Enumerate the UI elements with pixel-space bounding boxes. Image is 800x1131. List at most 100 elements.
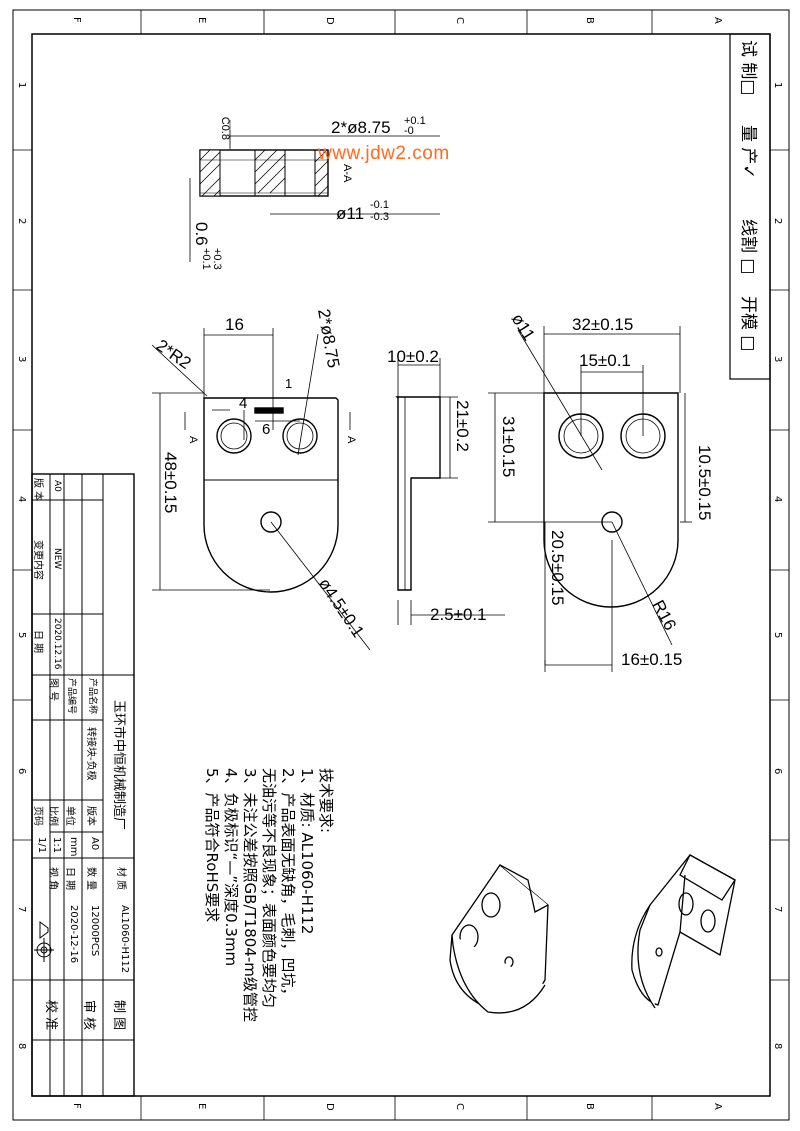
zone-top-3: C xyxy=(454,17,465,24)
front-view-part xyxy=(203,397,339,593)
zone-right-6: 7 xyxy=(772,906,783,913)
stage-trial-checkbox: □ xyxy=(738,79,758,96)
zone-top-5: A xyxy=(712,17,723,24)
approve-label: 校 准 xyxy=(43,1000,58,1031)
zone-ticks xyxy=(13,10,789,1120)
zone-right-1: 2 xyxy=(772,218,783,225)
iso-view-right xyxy=(631,854,736,1009)
holes-label: 2*ø8.75 xyxy=(314,307,343,369)
section-label: A-A xyxy=(341,164,353,183)
rev-version-header: 版 本 xyxy=(32,478,43,502)
zone-right-0: 1 xyxy=(772,82,783,89)
date-value: 2020-12-16 xyxy=(68,905,79,964)
right-dim-10-5: 10.5±0.15 xyxy=(695,445,714,521)
product-name: 转接块-负极 xyxy=(85,727,96,781)
side-top-height: 21±0.2 xyxy=(453,400,472,452)
unit-label: 单位 xyxy=(64,806,75,826)
stage-mass-checkbox: ✓ xyxy=(738,164,758,179)
unit-value: mm xyxy=(68,837,79,857)
stage-box xyxy=(729,33,771,380)
dim-4: 4 xyxy=(239,395,247,412)
zone-left-1: 2 xyxy=(16,218,27,225)
zone-left-6: 7 xyxy=(16,906,27,913)
zone-bottom-1: E xyxy=(196,1103,207,1110)
zone-top-4: B xyxy=(584,17,595,24)
right-phi11: ø11 xyxy=(508,310,539,344)
side-thickness: 2.5±0.1 xyxy=(430,605,487,624)
rev-date-header: 日 期 xyxy=(32,630,43,654)
right-dim-20-5: 20.5±0.15 xyxy=(548,530,567,606)
tech-req-item-2b: 无油污等不良现象；表面颜色要均匀 xyxy=(260,768,278,1009)
front-view-dims xyxy=(151,328,371,651)
watermark: www.jdw2.com xyxy=(318,143,450,164)
outer-tol-upper: -0.1 xyxy=(370,199,389,211)
side-view-dims xyxy=(397,358,505,625)
view-label: 视 角 xyxy=(47,867,58,891)
right-width: 32±0.15 xyxy=(572,315,633,334)
tech-req-item-4: 4、负极标识“—”深度0.3mm xyxy=(222,768,240,967)
review-label: 审 核 xyxy=(81,1000,96,1031)
hole-tol-upper: +0.1 xyxy=(404,115,426,127)
page-value: 1/1 xyxy=(36,837,47,854)
stage-trial: 试 制□ xyxy=(738,40,763,95)
right-dim-31: 31±0.15 xyxy=(499,416,518,477)
stage-mold-checkbox: □ xyxy=(738,335,758,352)
section-mark-left: A xyxy=(187,436,199,444)
depth-label: 0.6 xyxy=(192,222,211,246)
company-name: 玉环市中恒机械制造厂 xyxy=(111,700,126,831)
right-view-dims xyxy=(488,326,692,672)
tech-req-item-5: 5、产品符合RoHS要求 xyxy=(203,768,221,923)
side-view-part xyxy=(395,396,441,591)
iso-view-left xyxy=(449,864,549,1014)
right-radius: R16 xyxy=(648,597,679,633)
zone-left-5: 6 xyxy=(16,768,27,775)
section-mark-right: A xyxy=(345,436,357,444)
date-label: 日 期 xyxy=(64,867,75,891)
zone-right-5: 6 xyxy=(772,768,783,775)
tech-req-item-3: 3、未注公差按照GB/T1804-m级管控 xyxy=(241,768,259,1022)
stage-mass-label: 量 产 xyxy=(738,125,758,165)
scale-value: 1:1 xyxy=(51,837,62,854)
drawing-no-label: 图 号 xyxy=(47,678,58,702)
zone-bottom-5: A xyxy=(712,1103,723,1110)
rev-date: 2020.12.16 xyxy=(52,618,62,670)
stage-mold-label: 开模 xyxy=(738,296,758,330)
r2-label: 2*R2 xyxy=(153,336,195,373)
dim-6: 6 xyxy=(262,421,270,438)
zone-top-1: E xyxy=(196,17,207,24)
zone-bottom-2: D xyxy=(324,1103,335,1111)
version-value: A0 xyxy=(89,837,100,851)
front-dim-16: 16 xyxy=(225,315,244,334)
zone-right-3: 4 xyxy=(772,496,783,503)
chamfer-label: C0.8 xyxy=(219,117,231,140)
zone-bottom-0: F xyxy=(71,1103,82,1109)
right-spacing: 15±0.1 xyxy=(579,351,631,370)
page-label: 页码 xyxy=(32,806,43,826)
stage-wire-label: 线割 xyxy=(738,219,758,253)
zone-left-2: 3 xyxy=(16,356,27,363)
outer-frame xyxy=(12,9,790,1121)
hole-dia-label: 2*ø8.75 xyxy=(331,118,391,137)
qty-value: 12000PCS xyxy=(89,905,100,957)
section-view xyxy=(189,120,440,262)
product-name-label: 产品名称 xyxy=(87,678,97,715)
made-label: 制 图 xyxy=(111,1000,126,1031)
zone-left-3: 4 xyxy=(16,496,27,503)
stage-trial-label: 试 制 xyxy=(738,40,758,80)
title-block xyxy=(31,473,135,1097)
zone-bottom-4: B xyxy=(584,1103,595,1110)
zone-bottom-3: C xyxy=(454,1103,465,1110)
material-label: 材 质 xyxy=(115,867,126,891)
tech-req-item-2: 2、产品表面无缺角，毛刺，凹坑， xyxy=(279,768,297,1003)
stage-wire-checkbox: □ xyxy=(738,258,758,275)
rev-content: NEW xyxy=(52,548,62,570)
zone-right-4: 5 xyxy=(772,632,783,639)
side-width: 10±0.2 xyxy=(387,347,439,366)
height-label: 48±0.15 xyxy=(161,452,180,513)
zone-left-7: 8 xyxy=(16,1043,27,1050)
tech-req-item-1: 1、材质: AL1060-H112 xyxy=(298,768,316,935)
product-code-label: 产品编号 xyxy=(66,678,76,715)
zone-left-4: 5 xyxy=(16,632,27,639)
zone-top-2: D xyxy=(324,17,335,25)
